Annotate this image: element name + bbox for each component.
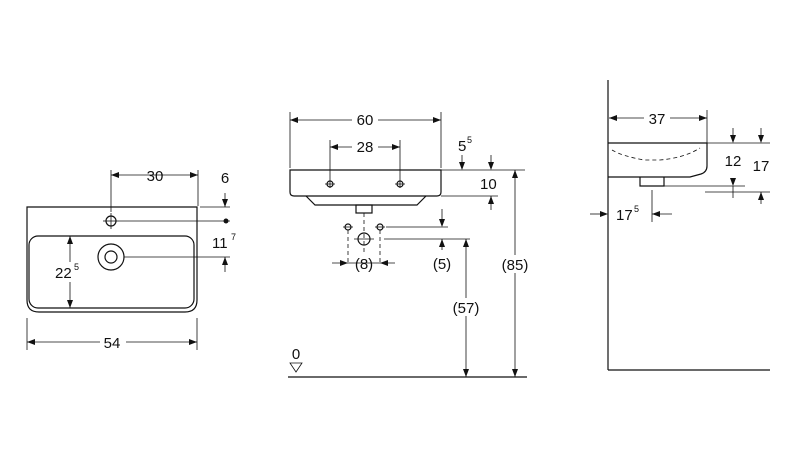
dim-waste-height: (57) [453, 300, 480, 317]
dim-waste-spacing: (8) [355, 256, 373, 273]
basin-outline-top [26, 206, 198, 313]
waste-outlet-side [639, 177, 665, 187]
dim-waste-offset: (5) [433, 256, 451, 273]
dim-projection: 37 [649, 111, 666, 128]
basin-outline-front [289, 169, 442, 197]
waste-outlet-inner [104, 250, 118, 264]
dim-top-rim: 6 [221, 170, 229, 187]
basin-underside-front [305, 195, 427, 206]
waste-outlet-outer [97, 243, 125, 271]
dim-tap-hole: 11 [212, 235, 228, 252]
top-view: 30 6 11 7 22 5 54 [26, 168, 236, 352]
dim-bowl-depth: 22 [55, 265, 72, 282]
dim-rim-height: (85) [502, 257, 529, 274]
dim-tap-offset: 30 [147, 168, 164, 185]
dim-height-12: 12 [725, 153, 742, 170]
basin-bowl-side [611, 147, 701, 161]
basin-bowl-top [28, 235, 195, 309]
side-view: 37 12 17 17 5 [590, 80, 770, 371]
dim-bowl-depth-sup: 5 [74, 262, 79, 272]
dim-rim-offset: 5 [458, 138, 466, 155]
dim-waste-depth: 17 [616, 207, 633, 224]
dim-fixing-spacing: 28 [357, 139, 374, 156]
front-view: 60 28 (8) [288, 110, 533, 378]
dim-waste-depth-sup: 5 [634, 204, 639, 214]
dim-rim-offset-sup: 5 [467, 135, 472, 145]
waste-trap-front [355, 204, 373, 214]
dim-width-top: 54 [104, 335, 121, 352]
dim-width-front: 60 [357, 112, 374, 129]
floor-level-label: 0 [292, 346, 300, 363]
floor-level-marker [289, 362, 303, 373]
dim-rim-thickness: 10 [480, 176, 497, 193]
dim-tap-hole-sup: 7 [231, 232, 236, 242]
basin-outline-side [608, 142, 708, 178]
dim-height-17: 17 [753, 158, 770, 175]
